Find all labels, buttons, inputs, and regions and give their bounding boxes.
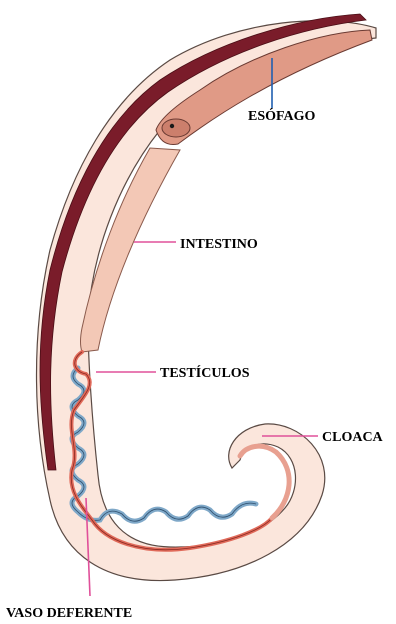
label-esofago: ESÓFAGO <box>248 107 316 124</box>
cloaca-duct <box>240 446 289 518</box>
label-vaso-deferente: VASO DEFERENTE <box>6 606 132 621</box>
nerve-ring-dot <box>170 124 174 128</box>
esophagus-bulb <box>162 119 190 137</box>
label-intestino: INTESTINO <box>180 237 258 252</box>
label-cloaca: CLOACA <box>322 430 384 445</box>
label-testiculos: TESTÍCULOS <box>160 364 250 381</box>
